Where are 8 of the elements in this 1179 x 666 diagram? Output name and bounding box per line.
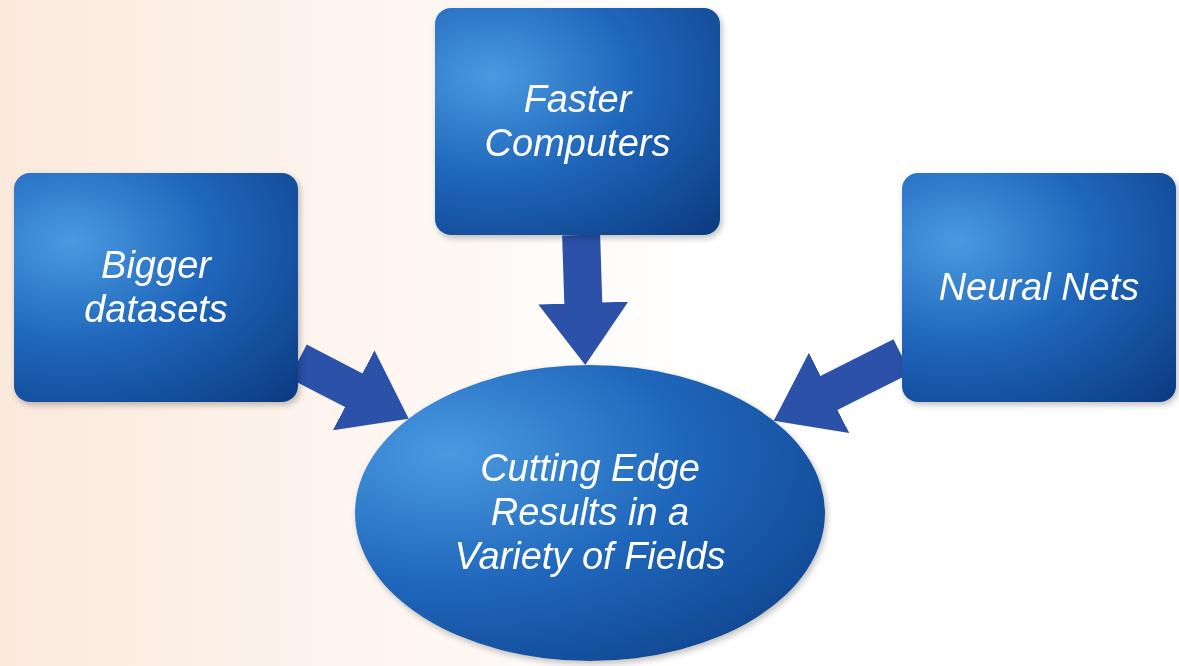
- node-label: Cutting Edge Results in a Variety of Fields: [453, 447, 727, 579]
- node-label: Bigger datasets: [83, 243, 229, 332]
- node-label: Neural Nets: [938, 265, 1140, 310]
- factor-box: [902, 173, 1176, 402]
- factor-box: [14, 173, 298, 402]
- node-label: Faster Computers: [483, 77, 672, 166]
- factor-box: [435, 8, 720, 235]
- block-arrow: [538, 234, 629, 366]
